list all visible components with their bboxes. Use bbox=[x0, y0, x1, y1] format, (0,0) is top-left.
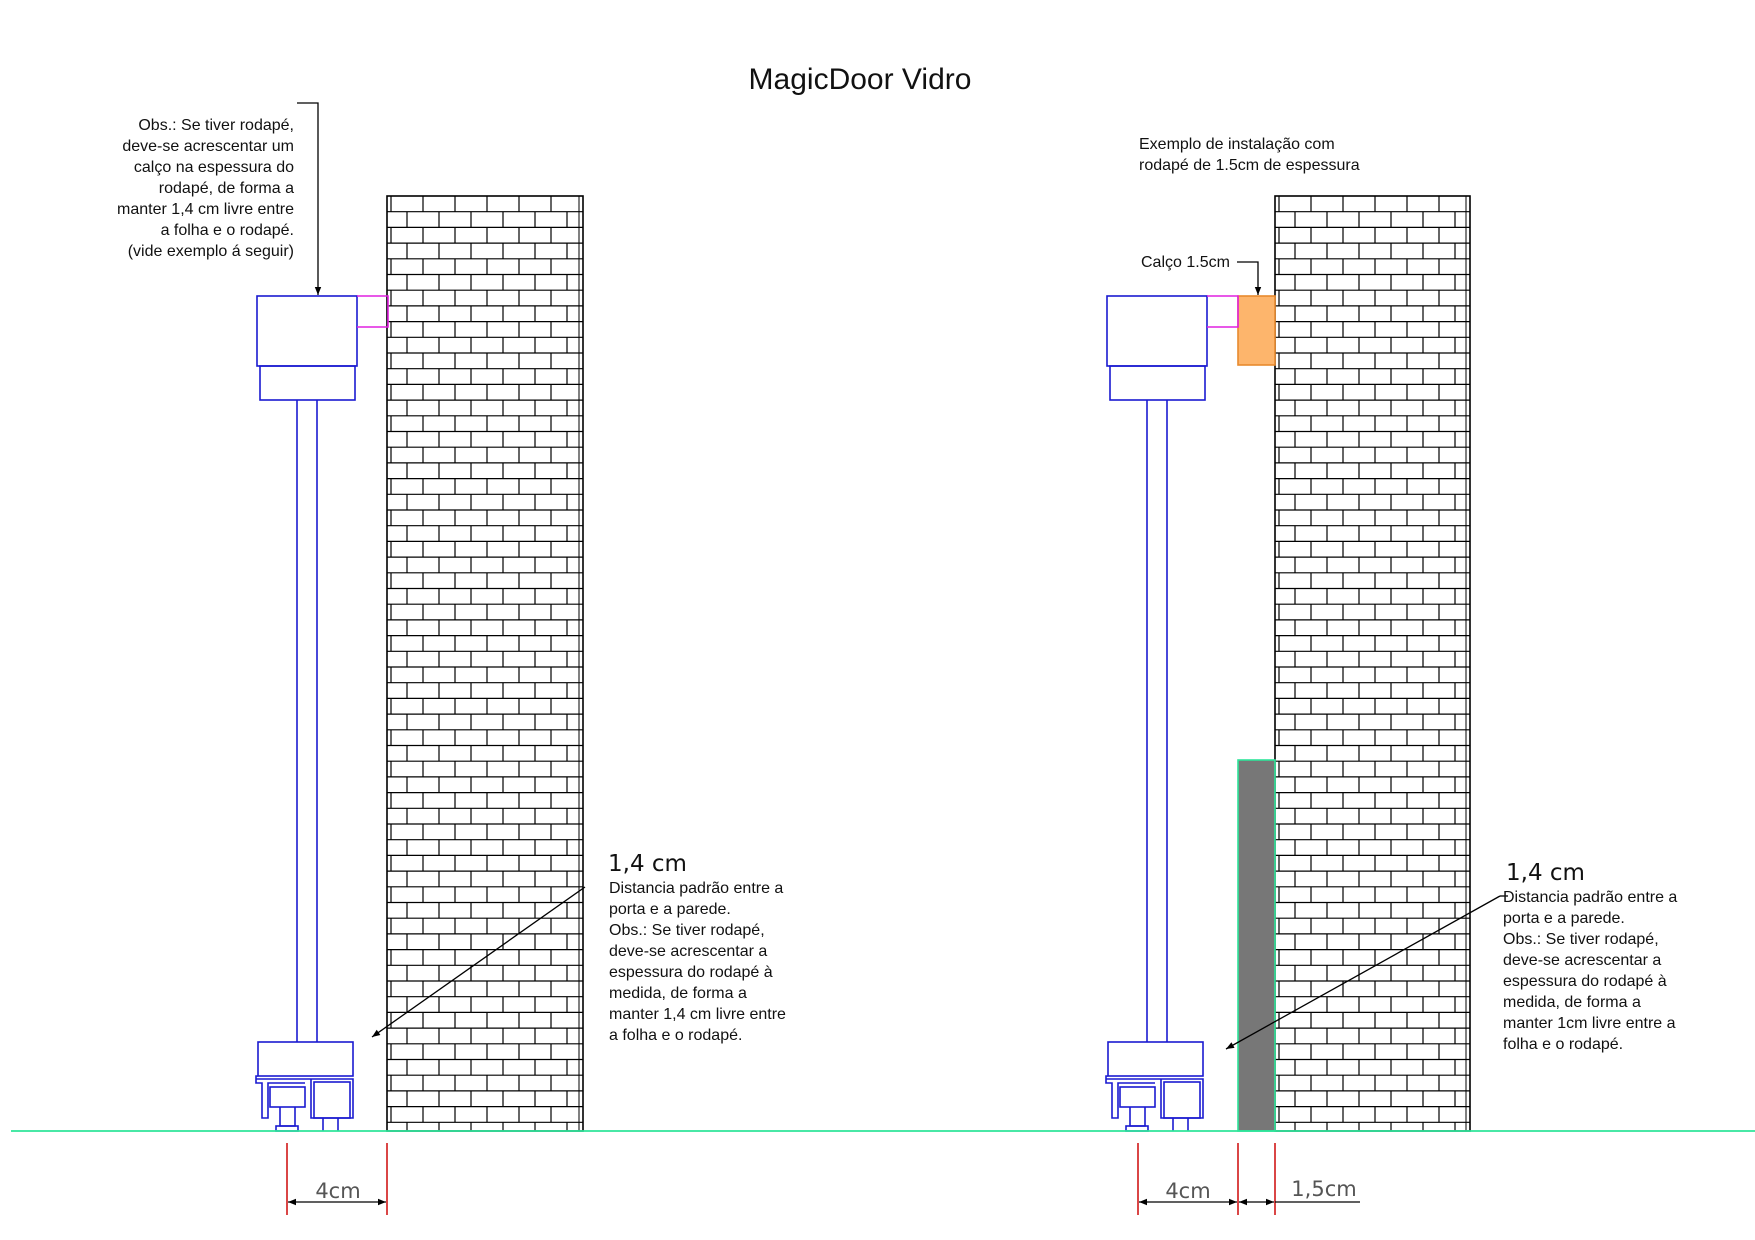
door-header-lower bbox=[1109, 365, 1206, 401]
dimension-label: 4cm bbox=[1165, 1179, 1210, 1203]
guide-block bbox=[1163, 1081, 1201, 1119]
baseboard bbox=[1237, 759, 1276, 1132]
brick-wall-right bbox=[1274, 195, 1471, 1132]
gap-label: 1,4 cm bbox=[1506, 860, 1585, 886]
note-line: deve-se acrescentar a bbox=[609, 943, 767, 960]
wall-outline bbox=[1274, 195, 1471, 1132]
note-line: porta e a parede. bbox=[1503, 910, 1625, 927]
roller-box bbox=[269, 1086, 306, 1108]
note-line: Distancia padrão entre a bbox=[1503, 889, 1677, 906]
shim-leader-arrow bbox=[1237, 261, 1262, 295]
drawing-title: MagicDoor Vidro bbox=[749, 63, 972, 96]
door-assembly-right bbox=[1105, 295, 1239, 1132]
roller-box bbox=[1119, 1086, 1156, 1108]
note-line: espessura do rodapé à bbox=[609, 964, 773, 981]
roller-leg bbox=[1129, 1107, 1146, 1127]
note-line: porta e a parede. bbox=[609, 901, 731, 918]
leader-arrow bbox=[1225, 895, 1501, 1050]
bottom-guide-box bbox=[1107, 1041, 1204, 1077]
wall-outline bbox=[386, 195, 584, 1132]
note-line: medida, de forma a bbox=[609, 985, 747, 1002]
bottom-guide-hook bbox=[255, 1075, 305, 1119]
note-line: rodapé, de forma a bbox=[159, 180, 294, 197]
note-line: manter 1,4 cm livre entre bbox=[609, 1006, 786, 1023]
gap-note-left: 1,4 cm Distancia padrão entre a porta e … bbox=[371, 851, 786, 1044]
note-line: Obs.: Se tiver rodapé, bbox=[609, 922, 765, 939]
guide-block bbox=[313, 1081, 351, 1119]
note-line: manter 1,4 cm livre entre bbox=[117, 201, 294, 218]
note-line: Exemplo de instalação com bbox=[1139, 136, 1335, 153]
note-line: folha e o rodapé. bbox=[1503, 1036, 1623, 1053]
note-line: a folha e o rodapé. bbox=[161, 222, 294, 239]
dimension-label: 4cm bbox=[315, 1179, 360, 1203]
note-line: medida, de forma a bbox=[1503, 994, 1641, 1011]
note-line: rodapé de 1.5cm de espessura bbox=[1139, 157, 1360, 174]
spacer-bracket bbox=[357, 295, 389, 328]
spacer-bracket bbox=[1207, 295, 1239, 328]
bottom-guide-profile bbox=[256, 1078, 354, 1119]
shim-block bbox=[1237, 295, 1276, 366]
note-line: Distancia padrão entre a bbox=[609, 880, 783, 897]
note-line: espessura do rodapé à bbox=[1503, 973, 1667, 990]
gap-label: 1,4 cm bbox=[608, 851, 687, 877]
note-line: (vide exemplo á seguir) bbox=[128, 243, 294, 260]
bottom-guide-hook bbox=[1105, 1075, 1155, 1119]
dimension-door-left: 4cm bbox=[286, 1143, 388, 1215]
door-header-box bbox=[1106, 295, 1208, 367]
leader-arrow bbox=[371, 886, 586, 1038]
bottom-guide-profile bbox=[1106, 1078, 1204, 1119]
gap-note-right: 1,4 cm Distancia padrão entre a porta e … bbox=[1225, 860, 1677, 1053]
note-line: manter 1cm livre entre a bbox=[1503, 1015, 1676, 1032]
dimension-door-right: 4cm 1,5cm bbox=[1137, 1143, 1360, 1215]
brick-wall-left bbox=[386, 195, 584, 1132]
shim-label: Calço 1.5cm bbox=[1141, 254, 1230, 271]
bottom-guide-box bbox=[257, 1041, 354, 1077]
note-line: Obs.: Se tiver rodapé, bbox=[1503, 931, 1659, 948]
note-line: Obs.: Se tiver rodapé, bbox=[138, 117, 294, 134]
note-line: a folha e o rodapé. bbox=[609, 1027, 742, 1044]
leader-arrow bbox=[297, 102, 322, 295]
note-line: deve-se acrescentar um bbox=[122, 138, 294, 155]
note-line: deve-se acrescentar a bbox=[1503, 952, 1661, 969]
door-header-box bbox=[256, 295, 358, 367]
roller-leg bbox=[279, 1107, 296, 1127]
door-header-lower bbox=[259, 365, 356, 401]
top-note-left: Obs.: Se tiver rodapé, deve-se acrescent… bbox=[117, 102, 322, 295]
dimension-label: 1,5cm bbox=[1291, 1177, 1356, 1201]
door-assembly-left bbox=[255, 295, 389, 1132]
note-line: calço na espessura do bbox=[134, 159, 294, 176]
top-note-right: Exemplo de instalação com rodapé de 1.5c… bbox=[1139, 136, 1360, 295]
